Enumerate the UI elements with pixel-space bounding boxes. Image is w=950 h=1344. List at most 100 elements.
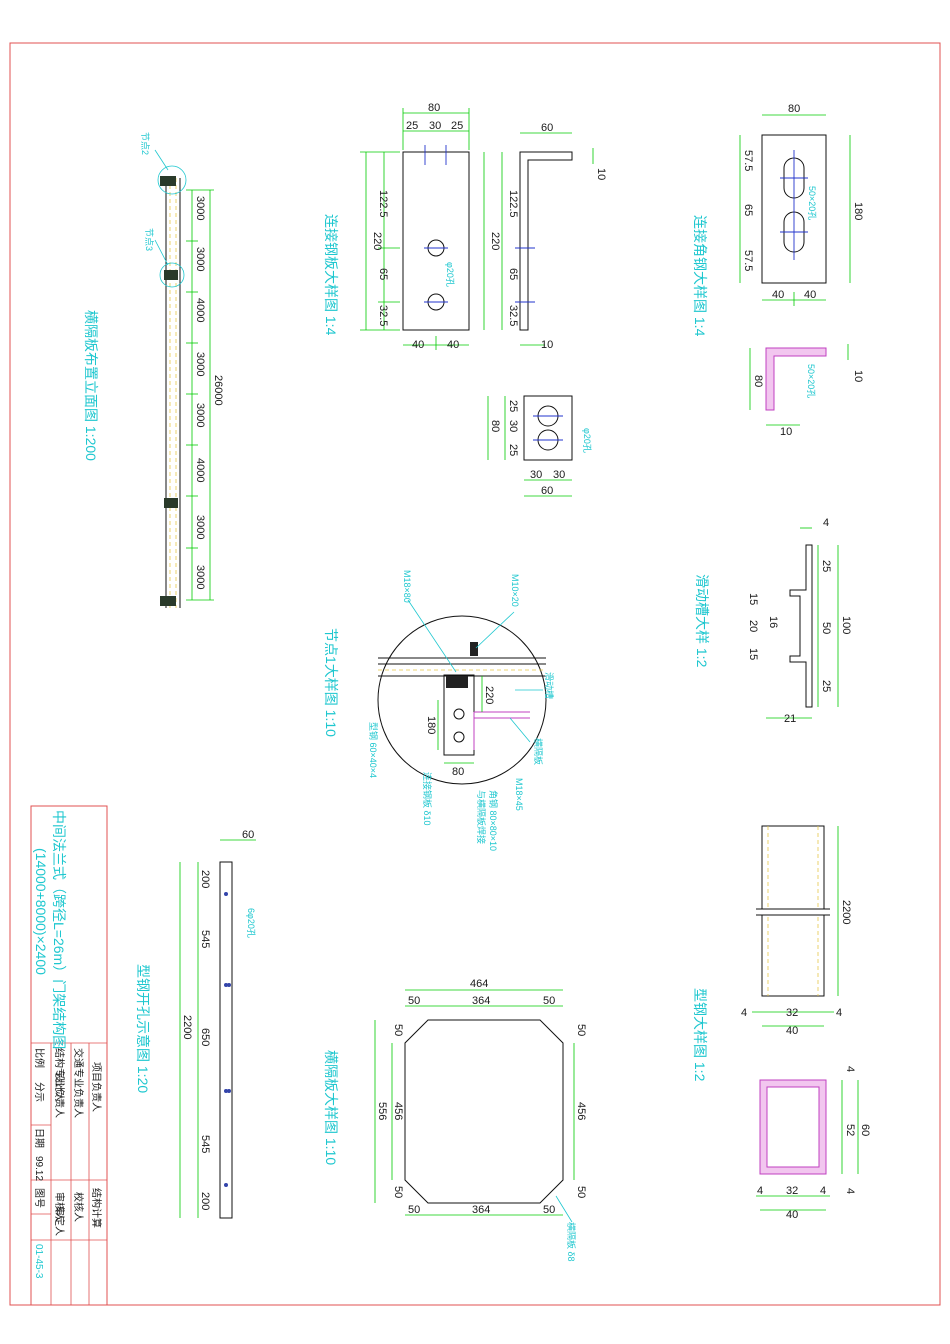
svg-text:横隔板: 横隔板 — [533, 738, 544, 765]
svg-text:比例: 比例 — [33, 1048, 46, 1068]
svg-text:50: 50 — [408, 1204, 420, 1216]
svg-text:220: 220 — [489, 232, 501, 250]
slide-channel-detail: 4 25 15 20 15 25 16 50 100 21 滑动槽大样 1:2 — [694, 517, 852, 725]
flange-mark — [160, 176, 176, 186]
svg-text:10: 10 — [541, 339, 553, 351]
node3-circle — [159, 262, 185, 288]
svg-text:30: 30 — [530, 469, 542, 481]
svg-text:4: 4 — [820, 1185, 826, 1197]
svg-text:180: 180 — [425, 716, 437, 734]
svg-text:50: 50 — [820, 622, 832, 634]
seg-2: 3000 — [194, 247, 206, 271]
total-length: 26000 — [212, 375, 224, 406]
svg-text:25: 25 — [820, 680, 832, 692]
flange-mark — [164, 498, 178, 508]
svg-text:180: 180 — [852, 202, 864, 220]
svg-text:10: 10 — [852, 370, 864, 382]
svg-text:220: 220 — [371, 232, 383, 250]
svg-text:99.12: 99.12 — [33, 1156, 44, 1181]
seg-6: 4000 — [194, 458, 206, 482]
svg-text:4: 4 — [844, 1066, 856, 1072]
svg-text:2200: 2200 — [840, 900, 852, 924]
svg-text:16: 16 — [767, 616, 779, 628]
node1-detail: M18×80 M10×20 滑动槽 横隔板 220 180 80 型钢 60×4… — [323, 570, 555, 851]
svg-text:15: 15 — [747, 648, 759, 660]
svg-text:100: 100 — [840, 616, 852, 634]
flange-mark — [164, 270, 178, 280]
diaphragm-detail: 464 50 364 50 50 364 50 556 456 50 50 45… — [323, 978, 587, 1262]
conn-plate-title: 连接钢板大样图 1:4 — [323, 214, 339, 336]
svg-text:40: 40 — [804, 289, 816, 301]
svg-text:4: 4 — [836, 1007, 842, 1019]
svg-text:50: 50 — [392, 1186, 404, 1198]
svg-text:40: 40 — [447, 339, 459, 351]
svg-text:设计人: 设计人 — [53, 1072, 66, 1102]
svg-text:50: 50 — [408, 995, 420, 1007]
project-size: (14000+8000)×2400 — [33, 848, 49, 975]
flange-mark — [160, 596, 176, 606]
svg-text:30: 30 — [507, 420, 519, 432]
svg-text:57.5: 57.5 — [742, 250, 754, 271]
svg-text:545: 545 — [199, 930, 211, 948]
svg-text:25: 25 — [451, 120, 463, 132]
svg-text:32: 32 — [786, 1007, 798, 1019]
svg-text:校核人: 校核人 — [72, 1192, 85, 1222]
svg-text:65: 65 — [377, 268, 389, 280]
svg-text:60: 60 — [541, 485, 553, 497]
svg-text:57.5: 57.5 — [742, 150, 754, 171]
svg-text:50×20孔: 50×20孔 — [807, 186, 817, 220]
svg-text:50: 50 — [543, 1204, 555, 1216]
svg-text:M10×20: M10×20 — [510, 574, 520, 607]
seg-1: 3000 — [194, 196, 206, 220]
svg-text:556: 556 — [376, 1102, 388, 1120]
seg-3: 4000 — [194, 298, 206, 322]
project-name: 中间法兰式（跨径L=26m）门架结构图 — [51, 810, 67, 1049]
svg-text:4: 4 — [823, 517, 829, 529]
svg-text:20: 20 — [747, 620, 759, 632]
svg-text:65: 65 — [742, 204, 754, 216]
svg-text:与横隔板焊接: 与横隔板焊接 — [476, 790, 487, 844]
svg-text:M18×80: M18×80 — [402, 570, 412, 603]
svg-text:456: 456 — [392, 1102, 404, 1120]
steel-section-detail: 2200 4 32 4 40 4 52 4 60 4 32 4 40 型钢大样图… — [692, 825, 871, 1221]
svg-text:φ20孔: φ20孔 — [445, 262, 455, 287]
svg-text:65: 65 — [507, 268, 519, 280]
svg-text:25: 25 — [406, 120, 418, 132]
hole-title: 型钢开孔示意图 1:20 — [135, 964, 151, 1093]
svg-text:25: 25 — [820, 560, 832, 572]
svg-text:364: 364 — [472, 1204, 490, 1216]
svg-text:M18×45: M18×45 — [514, 778, 524, 811]
svg-text:01-45-3: 01-45-3 — [33, 1244, 44, 1279]
node1-title: 节点1大样图 1:10 — [323, 628, 339, 737]
svg-text:52: 52 — [844, 1124, 856, 1136]
svg-text:分示: 分示 — [33, 1082, 45, 1102]
svg-text:φ20孔: φ20孔 — [582, 428, 592, 453]
svg-text:50×20孔: 50×20孔 — [806, 364, 816, 398]
svg-text:122.5: 122.5 — [377, 190, 389, 218]
svg-text:日期: 日期 — [33, 1128, 45, 1148]
svg-text:25: 25 — [507, 400, 519, 412]
svg-text:40: 40 — [772, 289, 784, 301]
plate-width: 80 — [428, 102, 440, 114]
svg-text:80: 80 — [752, 375, 764, 387]
seg-5: 3000 — [194, 403, 206, 427]
svg-text:交通专业负责人: 交通专业负责人 — [72, 1048, 85, 1118]
svg-text:122.5: 122.5 — [507, 190, 519, 218]
title-block: 中间法兰式（跨径L=26m）门架结构图 (14000+8000)×2400 项目… — [30, 805, 108, 1306]
node2-circle — [157, 165, 187, 195]
diaphragm-title: 横隔板大样图 1:10 — [323, 1050, 339, 1165]
svg-text:50: 50 — [543, 995, 555, 1007]
seg-4: 3000 — [194, 352, 206, 376]
svg-text:456: 456 — [575, 1102, 587, 1120]
svg-text:40: 40 — [786, 1025, 798, 1037]
sheet-border — [9, 42, 941, 1306]
svg-text:2200: 2200 — [181, 1015, 193, 1039]
svg-text:60: 60 — [541, 122, 553, 134]
svg-text:80: 80 — [788, 103, 800, 115]
layout-elevation: 节点2 节点3 3000 3000 4000 3000 3000 4000 30… — [83, 132, 224, 608]
svg-text:4: 4 — [844, 1188, 856, 1194]
seg-7: 3000 — [194, 515, 206, 539]
svg-text:横隔板 δ8: 横隔板 δ8 — [566, 1222, 577, 1262]
svg-text:30: 30 — [429, 120, 441, 132]
